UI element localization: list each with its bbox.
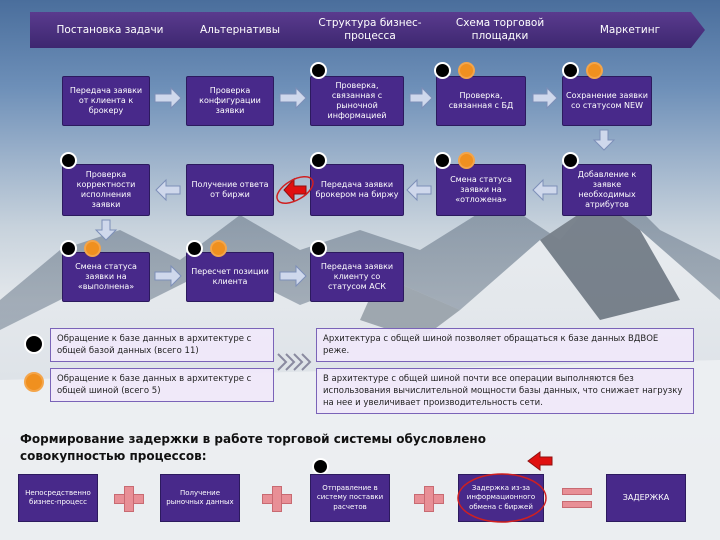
process-box-r2c1: Проверка корректности исполнения заявки xyxy=(62,164,150,216)
arrow-right-icon xyxy=(154,264,182,288)
db-access-black-dot xyxy=(310,152,327,169)
summary-business-process: Непосредственно бизнес-процесс xyxy=(18,474,98,522)
process-box-r2c5: Добавление к заявке необходимых атрибуто… xyxy=(562,164,652,216)
header-step-2: Альтернативы xyxy=(170,12,310,48)
summary-total-delay: ЗАДЕРЖКА xyxy=(606,474,686,522)
db-access-black-dot xyxy=(186,240,203,257)
legend-orange-text: Обращение к базе данных в архитектуре с … xyxy=(50,368,274,402)
header-step-4: Схема торговой площадки xyxy=(425,12,575,48)
db-access-black-dot xyxy=(562,62,579,79)
db-access-orange-dot xyxy=(586,62,603,79)
legend-orange-dot xyxy=(24,372,44,392)
process-box-r3c1: Смена статуса заявки на «выполнена» xyxy=(62,252,150,302)
note-half-access: Архитектура с общей шиной позволяет обра… xyxy=(316,328,694,362)
db-access-black-dot xyxy=(312,458,329,475)
arrow-left-icon xyxy=(406,178,432,202)
arrow-right-icon xyxy=(279,264,307,288)
process-box-r2c3: Передача заявки брокером на биржу xyxy=(310,164,404,216)
db-access-orange-dot xyxy=(210,240,227,257)
plus-icon xyxy=(262,486,292,512)
arrow-down-icon xyxy=(592,129,616,151)
process-box-r3c2: Пересчет позиции клиента xyxy=(186,252,274,302)
db-access-black-dot xyxy=(434,62,451,79)
db-access-orange-dot xyxy=(84,240,101,257)
process-box-r1c4: Проверка, связанная с БД xyxy=(436,76,526,126)
arrow-down-icon xyxy=(94,219,118,241)
plus-icon xyxy=(414,486,444,512)
arrow-left-icon xyxy=(283,177,307,203)
process-box-r1c1: Передача заявки от клиента к брокеру xyxy=(62,76,150,126)
arrow-left-icon xyxy=(532,178,558,202)
process-box-r2c4: Смена статуса заявки на «отложена» xyxy=(436,164,526,216)
process-box-r1c2: Проверка конфигурации заявки xyxy=(186,76,274,126)
flag-icon xyxy=(527,451,553,471)
delay-heading: Формирование задержки в работе торговой … xyxy=(20,432,486,464)
db-access-black-dot xyxy=(310,62,327,79)
process-box-r1c5: Сохранение заявки со статусом NEW xyxy=(562,76,652,126)
arrow-right-icon xyxy=(154,86,182,110)
legend-black-dot xyxy=(24,334,44,354)
arrow-left-icon xyxy=(155,178,181,202)
db-access-orange-dot xyxy=(458,152,475,169)
arrow-right-icon xyxy=(279,86,307,110)
db-access-black-dot xyxy=(60,240,77,257)
chevrons-right-icon xyxy=(277,353,312,371)
summary-exchange-delay: Задержка из-за информационного обмена с … xyxy=(458,474,544,522)
arrow-right-icon xyxy=(409,86,433,110)
process-box-r3c3: Передача заявки клиенту со статусом АСК xyxy=(310,252,404,302)
process-box-r1c3: Проверка, связанная с рыночной информаци… xyxy=(310,76,404,126)
plus-icon xyxy=(114,486,144,512)
equals-icon xyxy=(562,488,592,510)
legend-black-text: Обращение к базе данных в архитектуре с … xyxy=(50,328,274,362)
header-step-5: Маркетинг xyxy=(555,12,705,48)
header-step-1: Постановка задачи xyxy=(30,12,190,48)
header-step-3: Структура бизнес-процесса xyxy=(295,12,445,48)
process-box-r2c2: Получение ответа от биржи xyxy=(186,164,274,216)
db-access-black-dot xyxy=(562,152,579,169)
arrow-right-icon xyxy=(532,86,558,110)
db-access-black-dot xyxy=(310,240,327,257)
flow-arrows xyxy=(94,86,616,288)
db-access-orange-dot xyxy=(458,62,475,79)
db-access-black-dot xyxy=(60,152,77,169)
note-performance: В архитектуре с общей шиной почти все оп… xyxy=(316,368,694,414)
summary-settlement: Отправление в систему поставки расчетов xyxy=(310,474,390,522)
db-access-black-dot xyxy=(434,152,451,169)
highlight-ellipse xyxy=(457,473,547,523)
summary-market-data: Получение рыночных данных xyxy=(160,474,240,522)
